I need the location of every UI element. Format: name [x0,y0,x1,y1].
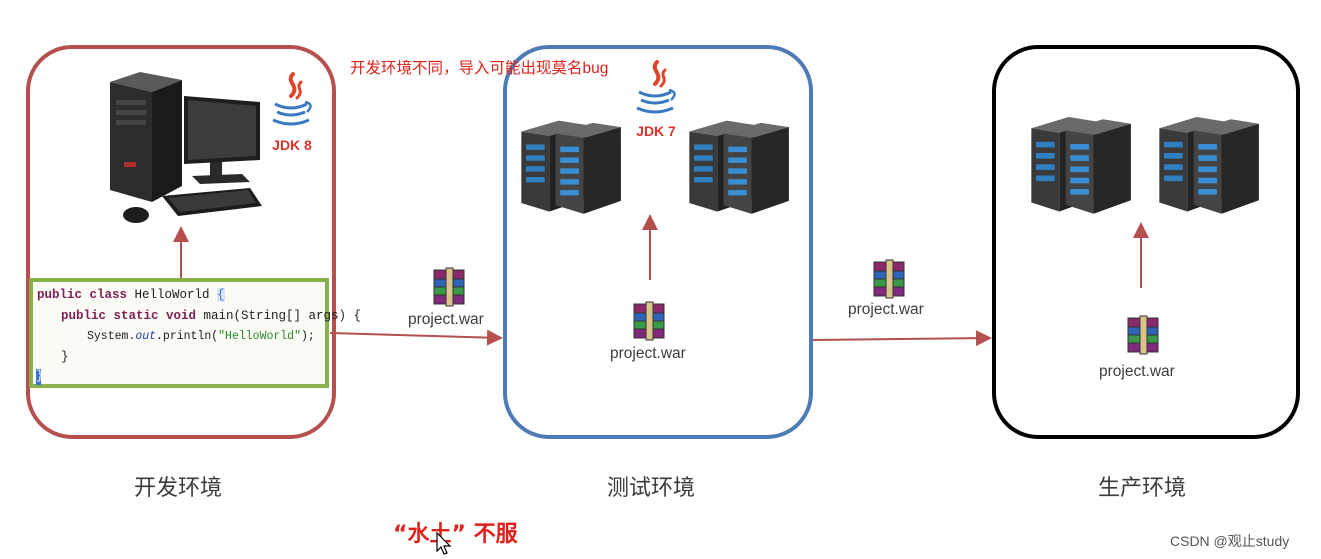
code-text: .println( [156,330,219,343]
server-rack-icon [512,112,624,216]
code-text: main(String[] args) { [196,309,362,323]
archive-icon [630,300,670,342]
jdk7-label: JDK 7 [636,123,676,139]
jdk8-badge: JDK 8 [264,72,320,153]
code-line-2: public static void main(String[] args) { [61,309,361,323]
server-rack-icon [1022,108,1134,216]
dev-to-test-arrow [329,329,503,346]
server-rack-icon [680,112,792,216]
code-keyword: public class [37,288,128,302]
dev-environment-caption: 开发环境 [134,476,223,501]
code-brace: { [217,288,225,302]
java-logo-icon [631,60,681,120]
prod-environment-caption: 生产环境 [1098,476,1187,501]
test-to-prod-arrow [812,330,992,347]
code-line-4: } [61,350,69,364]
code-field: out [135,330,157,343]
prod-environment-box [992,45,1300,439]
code-keyword: public static void [61,309,197,323]
test-environment-caption: 测试环境 [607,476,696,501]
war-label-prod: project.war [1099,363,1175,380]
java-logo-icon [267,72,317,132]
code-text: HelloWorld [127,288,218,302]
text-caret [36,369,41,385]
archive-icon [430,266,470,308]
desktop-computer-icon [110,72,262,223]
jdk7-badge: JDK 7 [628,60,684,139]
war-label-transfer-1: project.war [408,311,484,328]
server-rack-icon [1150,108,1262,216]
war-label-transfer-2: project.war [848,301,924,318]
helloworld-code-editor: public class HelloWorld { public static … [29,278,361,388]
code-text: ); [300,330,315,343]
csdn-watermark: CSDN @观止study [1170,533,1290,549]
code-line-3: System.out.println("HelloWorld"); [87,330,315,343]
archive-icon [1124,314,1164,356]
mouse-cursor-icon [436,532,452,555]
env-mismatch-note: 开发环境不同，导入可能出现莫名bug [350,60,609,77]
war-label-test: project.war [610,345,686,362]
code-line-1: public class HelloWorld { [37,288,225,302]
slogan-text: “水土” 不服 [393,522,518,547]
code-line-5: } [36,369,44,383]
jdk8-label: JDK 8 [272,137,312,153]
code-text: System. [87,330,136,343]
archive-icon [870,258,910,300]
code-string: "HelloWorld" [218,330,301,343]
